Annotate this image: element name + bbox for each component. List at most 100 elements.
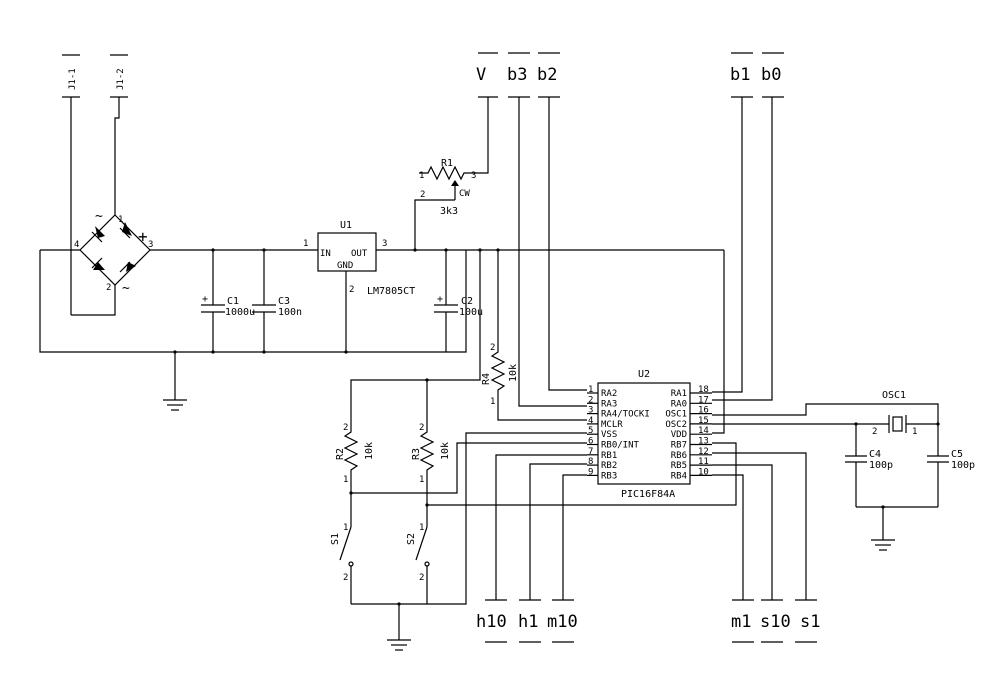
svg-text:U1: U1 — [340, 220, 352, 231]
svg-text:10k: 10k — [440, 442, 451, 460]
resistor-r2: R2 10k 2 1 — [335, 423, 375, 485]
svg-text:3k3: 3k3 — [440, 206, 458, 217]
b0-label: b0 — [761, 65, 781, 85]
mcu-right-pin-name: RA1 — [671, 389, 687, 399]
j1-2-label: J1-2 — [116, 68, 126, 90]
connector-b2: b2 — [537, 52, 587, 391]
mcu-right-pin-name: RB4 — [671, 471, 687, 481]
svg-text:2: 2 — [106, 283, 111, 293]
b3-label: b3 — [507, 65, 527, 85]
svg-text:1: 1 — [343, 523, 348, 533]
svg-text:C4: C4 — [869, 449, 881, 460]
switch-s2: S2 1 2 — [406, 505, 430, 604]
svg-text:CW: CW — [459, 189, 470, 199]
svg-text:m1: m1 — [731, 612, 751, 632]
svg-text:2: 2 — [419, 423, 424, 433]
mcu-left-pin-number: 9 — [588, 467, 593, 477]
mcu-right-pin-name: RB7 — [671, 441, 687, 451]
b1-label: b1 — [730, 65, 750, 85]
svg-text:s1: s1 — [800, 612, 820, 632]
svg-text:2: 2 — [872, 427, 877, 437]
bridge-rectifier: 1 2 3 4 + ~ ~ — [40, 209, 318, 316]
mcu-left-pin-number: 7 — [588, 447, 593, 457]
mcu-left-pin-name: RA2 — [601, 389, 617, 399]
connector-m1: m1 — [731, 599, 754, 643]
svg-text:R2: R2 — [335, 448, 346, 460]
mcu-right-pin-number: 18 — [698, 385, 709, 395]
mcu-right-pin-name: OSC1 — [665, 410, 687, 420]
resistor-r3: R3 10k 2 1 — [411, 423, 451, 485]
svg-text:U2: U2 — [638, 369, 650, 380]
svg-text:C5: C5 — [951, 449, 963, 460]
mcu-left-pin-number: 8 — [588, 457, 593, 467]
svg-text:s10: s10 — [760, 612, 791, 632]
mcu-left-pin-number: 5 — [588, 426, 593, 436]
svg-text:1: 1 — [118, 215, 123, 225]
capacitor-c2: + C2 100u — [434, 250, 483, 352]
diode-4-icon — [126, 262, 136, 272]
svg-text:1: 1 — [419, 475, 424, 485]
svg-text:1: 1 — [303, 239, 308, 249]
svg-text:2: 2 — [420, 190, 425, 200]
connector-j1-1: J1-1 — [62, 54, 80, 315]
mcu-right-pin-number: 14 — [698, 426, 709, 436]
svg-text:3: 3 — [148, 240, 153, 250]
connector-h1: h1 — [518, 599, 541, 643]
mcu-left-pin-number: 2 — [588, 395, 593, 405]
svg-text:OSC1: OSC1 — [882, 390, 906, 401]
svg-text:10k: 10k — [364, 442, 375, 460]
connector-j1-2: J1-2 — [110, 54, 128, 215]
svg-text:100n: 100n — [278, 307, 302, 318]
svg-text:100p: 100p — [951, 460, 975, 471]
svg-text:4: 4 — [74, 240, 79, 250]
b2-label: b2 — [537, 65, 557, 85]
svg-text:LM7805CT: LM7805CT — [367, 286, 415, 297]
mcu-left-pin-name: RB3 — [601, 471, 617, 481]
svg-text:h10: h10 — [476, 612, 507, 632]
mcu-left-pin-number: 4 — [588, 416, 593, 426]
mcu-left-pin-name: VSS — [601, 430, 617, 440]
connector-b3: b3 — [507, 52, 587, 407]
svg-text:R4: R4 — [481, 373, 492, 385]
diode-3-icon — [93, 262, 105, 270]
svg-text:1000u: 1000u — [225, 307, 255, 318]
svg-text:2: 2 — [419, 573, 424, 583]
j1-1-label: J1-1 — [68, 68, 78, 90]
svg-text:100u: 100u — [459, 307, 483, 318]
mcu-right-pin-number: 13 — [698, 437, 709, 447]
mcu-left-pin-name: RB0/INT — [601, 441, 640, 451]
mcu-right-pin-name: VDD — [671, 430, 687, 440]
potentiometer-r1: R1 1 2 3 CW 3k3 — [414, 158, 476, 250]
connector-b0: b0 — [712, 52, 784, 401]
svg-text:1: 1 — [912, 427, 917, 437]
connector-s10: s10 — [760, 599, 791, 643]
mcu-left-pin-name: RB1 — [601, 451, 617, 461]
svg-text:~: ~ — [122, 281, 130, 296]
mcu-right-pin-number: 16 — [698, 406, 709, 416]
svg-text:1: 1 — [490, 397, 495, 407]
connector-v: V — [472, 52, 498, 174]
diode-1-icon — [95, 226, 105, 238]
mcu-left-pin-name: RA4/TOCKI — [601, 410, 650, 420]
resistor-r4: R4 10k 2 1 — [481, 343, 587, 421]
svg-text:2: 2 — [490, 343, 495, 353]
mcu-right-pin-number: 17 — [698, 395, 709, 405]
capacitor-c1: + C1 1000u — [201, 250, 255, 352]
mcu-right-pin-number: 12 — [698, 447, 709, 457]
svg-text:100p: 100p — [869, 460, 893, 471]
mcu-right-pin-number: 10 — [698, 467, 709, 477]
svg-text:C2: C2 — [461, 296, 473, 307]
svg-text:+: + — [437, 294, 443, 305]
svg-text:S1: S1 — [330, 533, 341, 545]
svg-text:C1: C1 — [227, 296, 239, 307]
svg-text:3: 3 — [471, 171, 476, 181]
switch-s1: S1 1 2 — [330, 493, 354, 604]
svg-text:2: 2 — [343, 573, 348, 583]
mcu-right-pin-name: RA0 — [671, 399, 687, 409]
svg-text:1: 1 — [419, 171, 424, 181]
svg-text:C3: C3 — [278, 296, 290, 307]
ground-symbol-1 — [163, 352, 187, 411]
ground-symbol-2 — [387, 604, 411, 651]
